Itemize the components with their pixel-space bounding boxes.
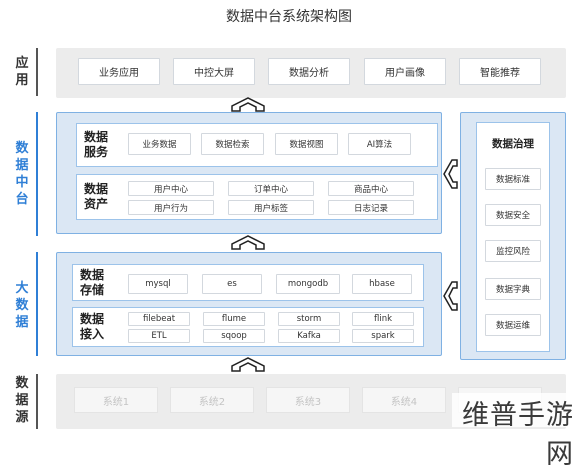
service-item-business-data[interactable]: 业务数据 (128, 133, 191, 155)
ingest-item-etl[interactable]: ETL (128, 329, 190, 343)
asset-item-product-center[interactable]: 商品中心 (328, 181, 414, 196)
app-item-recommendation[interactable]: 智能推荐 (459, 58, 541, 85)
governance-item-standard[interactable]: 数据标准 (485, 168, 541, 190)
governance-item-risk-monitor[interactable]: 监控风险 (485, 240, 541, 262)
label-char: 大 (15, 280, 29, 296)
layer-label-source: 数 据 源 (12, 375, 32, 425)
app-item-control-screen[interactable]: 中控大屏 (173, 58, 255, 85)
arrow-left-icon (443, 159, 458, 189)
governance-item-security[interactable]: 数据安全 (485, 204, 541, 226)
asset-item-order-center[interactable]: 订单中心 (228, 181, 314, 196)
label-char: 数 (15, 141, 29, 156)
layer-label-bigdata: 大 数 据 (12, 255, 32, 355)
label-line: 数据 (80, 312, 105, 326)
ingest-item-sqoop[interactable]: sqoop (203, 329, 265, 343)
layer-label-middle: 数 据 中 台 (12, 115, 32, 233)
ingest-item-spark[interactable]: spark (352, 329, 414, 343)
ingest-item-flink[interactable]: flink (352, 312, 414, 326)
governance-item-operations[interactable]: 数据运维 (485, 314, 541, 336)
storage-item-hbase[interactable]: hbase (352, 274, 412, 294)
ingest-item-flume[interactable]: flume (203, 312, 265, 326)
arrow-up-icon (231, 235, 265, 250)
governance-title: 数据治理 (492, 138, 534, 150)
layer-bar-application (36, 48, 38, 96)
asset-group-label: 数据 资产 (84, 180, 108, 214)
label-char: 应 (15, 56, 29, 71)
arrow-up-icon (231, 97, 265, 112)
app-item-data-analysis[interactable]: 数据分析 (268, 58, 350, 85)
service-group-label: 数据 服务 (84, 128, 108, 162)
asset-item-log-records[interactable]: 日志记录 (328, 200, 414, 215)
layer-bar-middle (36, 112, 38, 236)
label-char: 数 (15, 297, 29, 313)
app-item-user-profile[interactable]: 用户画像 (364, 58, 446, 85)
label-line: 数据 (84, 130, 109, 144)
service-item-data-search[interactable]: 数据检索 (201, 133, 264, 155)
label-char: 据 (15, 314, 29, 330)
storage-group-label: 数据 存储 (80, 267, 104, 299)
governance-item-dictionary[interactable]: 数据字典 (485, 278, 541, 300)
label-char: 源 (15, 409, 29, 425)
asset-item-user-behavior[interactable]: 用户行为 (128, 200, 214, 215)
label-char: 据 (15, 392, 29, 408)
label-line: 数据 (80, 268, 105, 282)
watermark: 维普手游网 (452, 393, 574, 470)
source-item-system4[interactable]: 系统4 (362, 387, 446, 413)
source-item-system3[interactable]: 系统3 (266, 387, 350, 413)
storage-item-es[interactable]: es (202, 274, 262, 294)
source-item-system2[interactable]: 系统2 (170, 387, 254, 413)
label-char: 用 (15, 73, 29, 88)
source-item-system1[interactable]: 系统1 (74, 387, 158, 413)
service-item-ai-algorithm[interactable]: AI算法 (348, 133, 411, 155)
arrow-up-icon (231, 357, 265, 372)
asset-item-user-center[interactable]: 用户中心 (128, 181, 214, 196)
layer-bar-bigdata (36, 252, 38, 356)
layer-bar-source (36, 374, 38, 429)
label-line: 存储 (80, 283, 105, 297)
label-line: 接入 (80, 327, 105, 341)
label-line: 服务 (84, 145, 109, 159)
label-line: 资产 (84, 197, 109, 211)
ingest-item-filebeat[interactable]: filebeat (128, 312, 190, 326)
label-char: 台 (15, 192, 29, 207)
ingest-group-label: 数据 接入 (80, 311, 104, 343)
storage-item-mysql[interactable]: mysql (128, 274, 188, 294)
ingest-item-storm[interactable]: storm (278, 312, 340, 326)
label-char: 据 (15, 158, 29, 173)
storage-item-mongodb[interactable]: mongodb (276, 274, 340, 294)
governance-inner (476, 122, 550, 352)
ingest-item-kafka[interactable]: Kafka (278, 329, 340, 343)
arrow-left-icon (443, 281, 458, 311)
layer-label-application: 应 用 (12, 48, 32, 96)
diagram-title: 数据中台系统架构图 (226, 9, 352, 25)
asset-item-user-tags[interactable]: 用户标签 (228, 200, 314, 215)
app-item-business[interactable]: 业务应用 (78, 58, 160, 85)
label-char: 中 (15, 175, 29, 190)
label-line: 数据 (84, 182, 109, 196)
service-item-data-view[interactable]: 数据视图 (275, 133, 338, 155)
label-char: 数 (15, 375, 29, 391)
